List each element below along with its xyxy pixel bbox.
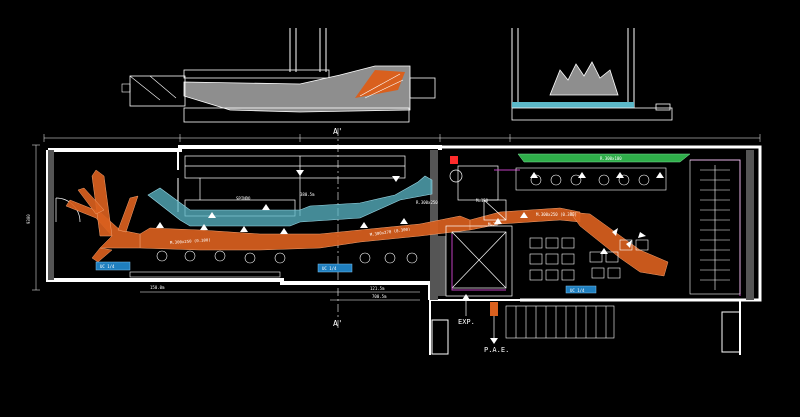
section-label-top: A' [333, 127, 343, 136]
dim-bottom: 121.5m [370, 286, 385, 291]
note-lobby: SPINDO [236, 196, 251, 201]
pae-label: P.A.E. [484, 346, 509, 354]
seating-row [129, 250, 418, 278]
service-core [445, 165, 513, 297]
duct-label-small-1: M=150 [476, 198, 489, 203]
exhaust-riser [490, 302, 498, 316]
entry-stairs [505, 305, 615, 339]
duct-label-main: M.300x250 (0.300) [170, 237, 211, 245]
section-line-a: A' A' [333, 127, 343, 328]
unit-label-right: UC 1/4 [570, 288, 585, 293]
duct-label-entry: R.300x250 [416, 200, 438, 205]
supply-duct [65, 169, 669, 277]
diffuser-arrows [156, 170, 664, 254]
duct-label-right: M.300x250 (0.300) [536, 212, 577, 217]
unit-label-mid: UC 1/4 [322, 266, 337, 271]
register-units [95, 261, 597, 294]
dining-zone [515, 167, 667, 281]
dim-vertical: 9300 [26, 214, 31, 224]
dim-bottom-2: 700.5m [372, 294, 387, 299]
exp-label: EXP. [458, 318, 475, 326]
section-elevation-right [511, 28, 673, 121]
red-marker [450, 156, 458, 164]
return-duct [147, 175, 433, 227]
hatched-walls [48, 150, 754, 300]
dimension-lines [32, 134, 761, 301]
dim-top: 380.5m [300, 192, 315, 197]
unit-label-left: UC 1/4 [100, 264, 115, 269]
green-duct-label: R.300x100 [600, 156, 622, 161]
section-label-bottom: A' [333, 319, 343, 328]
duct-label-center: M.300x270 (0.300) [369, 226, 410, 237]
section-elevation-left [121, 28, 436, 123]
dim-left: 150.0m [150, 285, 165, 290]
right-stair [689, 159, 741, 295]
duct-label-small-2: M=20 [488, 222, 498, 227]
green-duct [517, 153, 691, 163]
